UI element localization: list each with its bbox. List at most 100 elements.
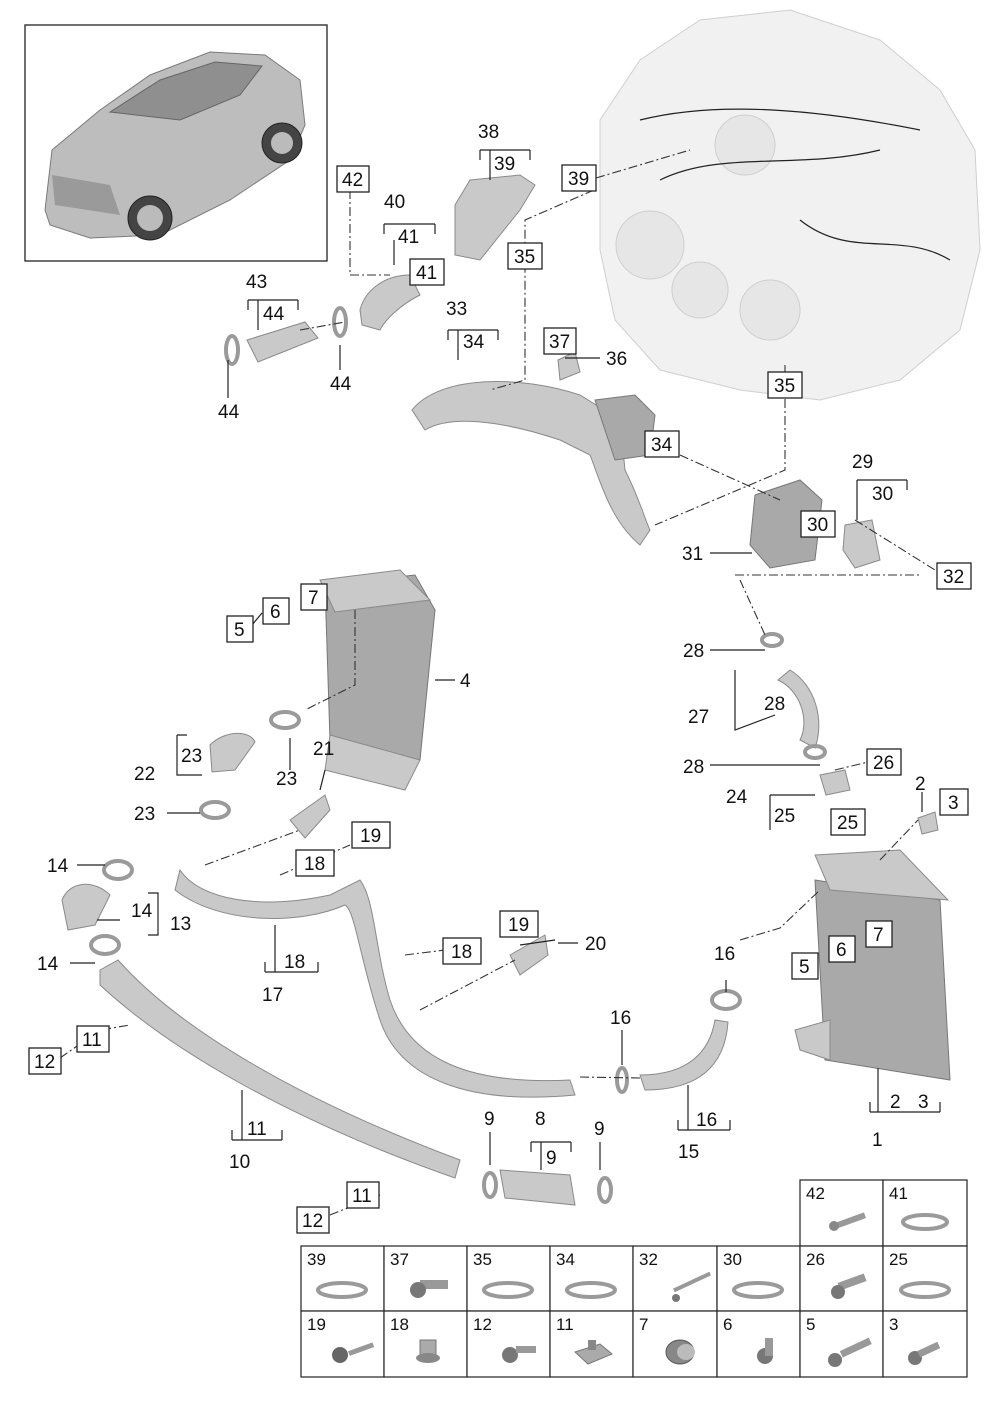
svg-text:3: 3	[948, 793, 959, 814]
box-32: 32	[936, 562, 972, 590]
svg-text:32: 32	[943, 567, 964, 588]
svg-text:42: 42	[342, 170, 363, 191]
svg-text:39: 39	[568, 169, 589, 190]
sub-3: 3	[918, 1092, 929, 1113]
box-41: 41	[409, 258, 445, 286]
box-11-left: 11	[76, 1025, 110, 1053]
callout-28-bottom: 28	[683, 757, 704, 778]
o-ring-icon	[482, 1281, 534, 1299]
box-25: 25	[830, 808, 866, 836]
sub-16: 16	[696, 1110, 717, 1131]
callout-27: 27	[688, 707, 709, 728]
intercooler-left-icon	[319, 569, 436, 791]
svg-text:26: 26	[873, 753, 894, 774]
legend-label-11: 11	[556, 1315, 574, 1334]
callout-4: 4	[460, 671, 471, 692]
callout-28-top: 28	[683, 641, 704, 662]
charge-air-hose-main-icon	[174, 669, 820, 1098]
callout-16-right: 16	[714, 944, 735, 965]
clamps-icon	[89, 306, 827, 1204]
box-5-left: 5	[226, 615, 254, 643]
box-19-top: 19	[351, 821, 391, 849]
screw-icon	[672, 1271, 711, 1302]
callout-2: 2	[915, 774, 926, 795]
sub-14: 14	[131, 901, 153, 922]
screw-icon	[908, 1341, 941, 1365]
sub-2: 2	[890, 1092, 901, 1113]
box-11-bottom: 11	[346, 1181, 380, 1209]
sub-44: 44	[263, 304, 285, 325]
sub-28: 28	[764, 694, 785, 715]
box-12-left: 12	[28, 1047, 62, 1075]
bracket-sub-labels: 39 41 44 34 30 23 14 18 16 2 3 11 9 28 2…	[131, 154, 929, 1169]
callout-24: 24	[726, 787, 748, 808]
callout-44-mid: 44	[330, 374, 352, 395]
svg-text:41: 41	[416, 263, 437, 284]
sub-23: 23	[181, 746, 202, 767]
box-18-mid: 18	[442, 937, 482, 965]
box-12-bottom: 12	[296, 1206, 330, 1234]
parts-legend-grid: 42 41 39 37 35 34 32 30 26 25	[300, 1179, 968, 1378]
callout-15: 15	[678, 1142, 699, 1163]
callout-9-left: 9	[484, 1109, 495, 1130]
svg-text:37: 37	[549, 332, 570, 353]
o-ring-icon	[901, 1213, 949, 1231]
svg-text:12: 12	[302, 1211, 323, 1232]
box-7-right: 7	[865, 920, 893, 948]
engine-block-icon	[599, 9, 981, 401]
legend-label-39: 39	[307, 1250, 326, 1269]
solid-leaders	[70, 149, 941, 1170]
legend-label-34: 34	[556, 1250, 575, 1269]
callout-31: 31	[682, 544, 703, 565]
box-35-right: 35	[767, 371, 803, 399]
svg-text:19: 19	[360, 826, 381, 847]
box-5-right: 5	[791, 952, 819, 980]
legend-label-3: 3	[889, 1315, 898, 1334]
svg-text:18: 18	[451, 942, 472, 963]
grommet-icon	[665, 1339, 695, 1365]
car-thumbnail-icon	[24, 24, 328, 262]
sub-11: 11	[247, 1119, 267, 1140]
callout-43: 43	[246, 272, 267, 293]
legend-label-37: 37	[390, 1250, 409, 1269]
legend-label-18: 18	[390, 1315, 409, 1334]
legend-label-26: 26	[806, 1250, 825, 1269]
legend-label-5: 5	[806, 1315, 815, 1334]
callout-14-bottom: 14	[37, 954, 59, 975]
box-26: 26	[866, 748, 902, 776]
legend-label-35: 35	[473, 1250, 492, 1269]
callout-20: 20	[585, 934, 606, 955]
callout-23-mid: 23	[276, 769, 297, 790]
svg-text:34: 34	[651, 435, 673, 456]
nut-icon	[416, 1339, 440, 1363]
callout-9-right: 9	[594, 1119, 605, 1140]
intercooler-right-icon	[794, 849, 951, 1081]
legend-label-6: 6	[723, 1315, 732, 1334]
svg-text:5: 5	[799, 957, 810, 978]
box-30: 30	[800, 510, 836, 538]
box-6-left: 6	[262, 597, 290, 625]
callout-36: 36	[606, 349, 627, 370]
svg-text:35: 35	[514, 247, 535, 268]
legend-label-19: 19	[307, 1315, 326, 1334]
leader-lines	[59, 149, 936, 1216]
svg-text:12: 12	[34, 1052, 55, 1073]
box-39: 39	[561, 164, 597, 192]
sub-39: 39	[494, 154, 515, 175]
box-35-top: 35	[507, 242, 543, 270]
o-ring-icon	[316, 1281, 368, 1299]
legend-row-2: 19 18 12 11 7 6 5 3	[300, 1310, 968, 1378]
callout-23-left: 23	[134, 804, 155, 825]
svg-text:18: 18	[304, 854, 325, 875]
callout-38: 38	[478, 122, 499, 143]
bolt-icon	[502, 1346, 536, 1363]
box-34: 34	[644, 430, 680, 458]
svg-text:7: 7	[873, 925, 884, 946]
svg-text:11: 11	[82, 1030, 102, 1051]
charge-air-pipe-upper-icon	[411, 380, 656, 546]
legend-label-25: 25	[889, 1250, 908, 1269]
svg-text:11: 11	[352, 1186, 372, 1207]
callout-33: 33	[446, 299, 467, 320]
sub-9: 9	[546, 1148, 557, 1169]
